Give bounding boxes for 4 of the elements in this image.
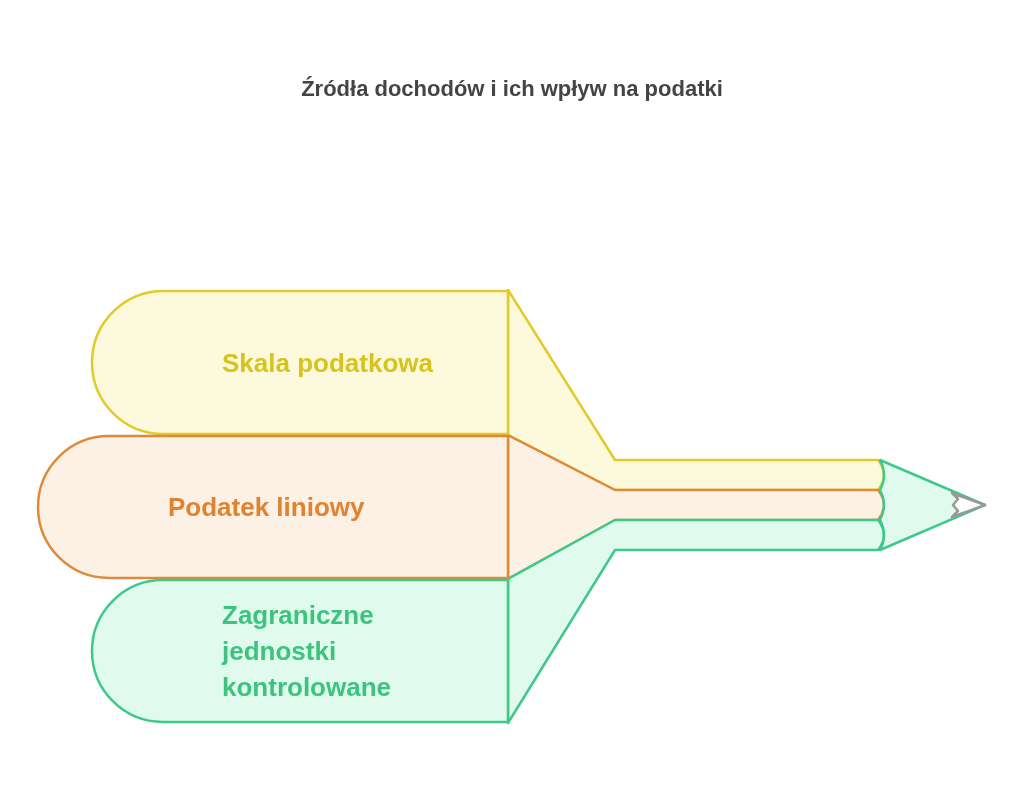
node-label: Skala podatkowa — [222, 346, 434, 380]
diagram-title: Źródła dochodów i ich wpływ na podatki — [300, 76, 724, 102]
node-label: Zagraniczne jednostki kontrolowane — [222, 599, 392, 704]
node-label: Podatek liniowy — [168, 491, 366, 524]
